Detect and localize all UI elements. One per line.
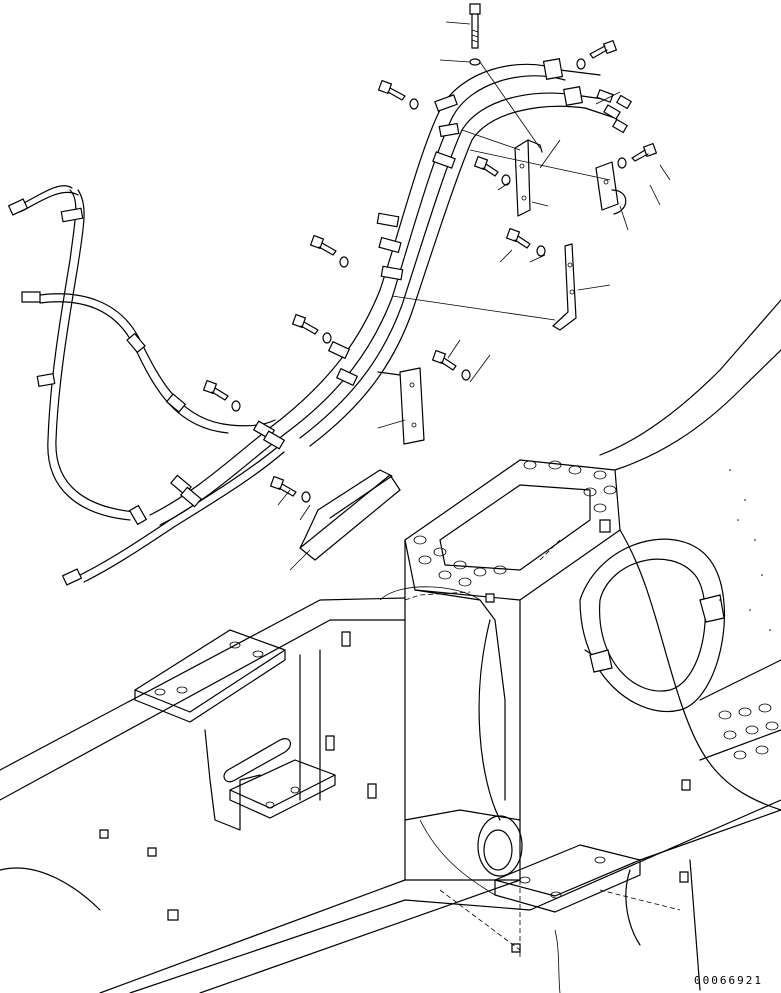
washers	[232, 59, 626, 502]
hatch-dots	[719, 469, 771, 631]
revolving-frame	[0, 300, 781, 993]
clamps	[37, 59, 582, 525]
bolts	[204, 4, 657, 496]
bolt-holes	[414, 461, 616, 586]
brackets	[378, 140, 626, 444]
bolt-holes-right	[719, 704, 778, 759]
drawing-number: 00066921	[694, 974, 763, 987]
cover-plate	[300, 470, 400, 560]
hose-bundle	[9, 64, 632, 585]
leader-lines	[278, 22, 670, 570]
